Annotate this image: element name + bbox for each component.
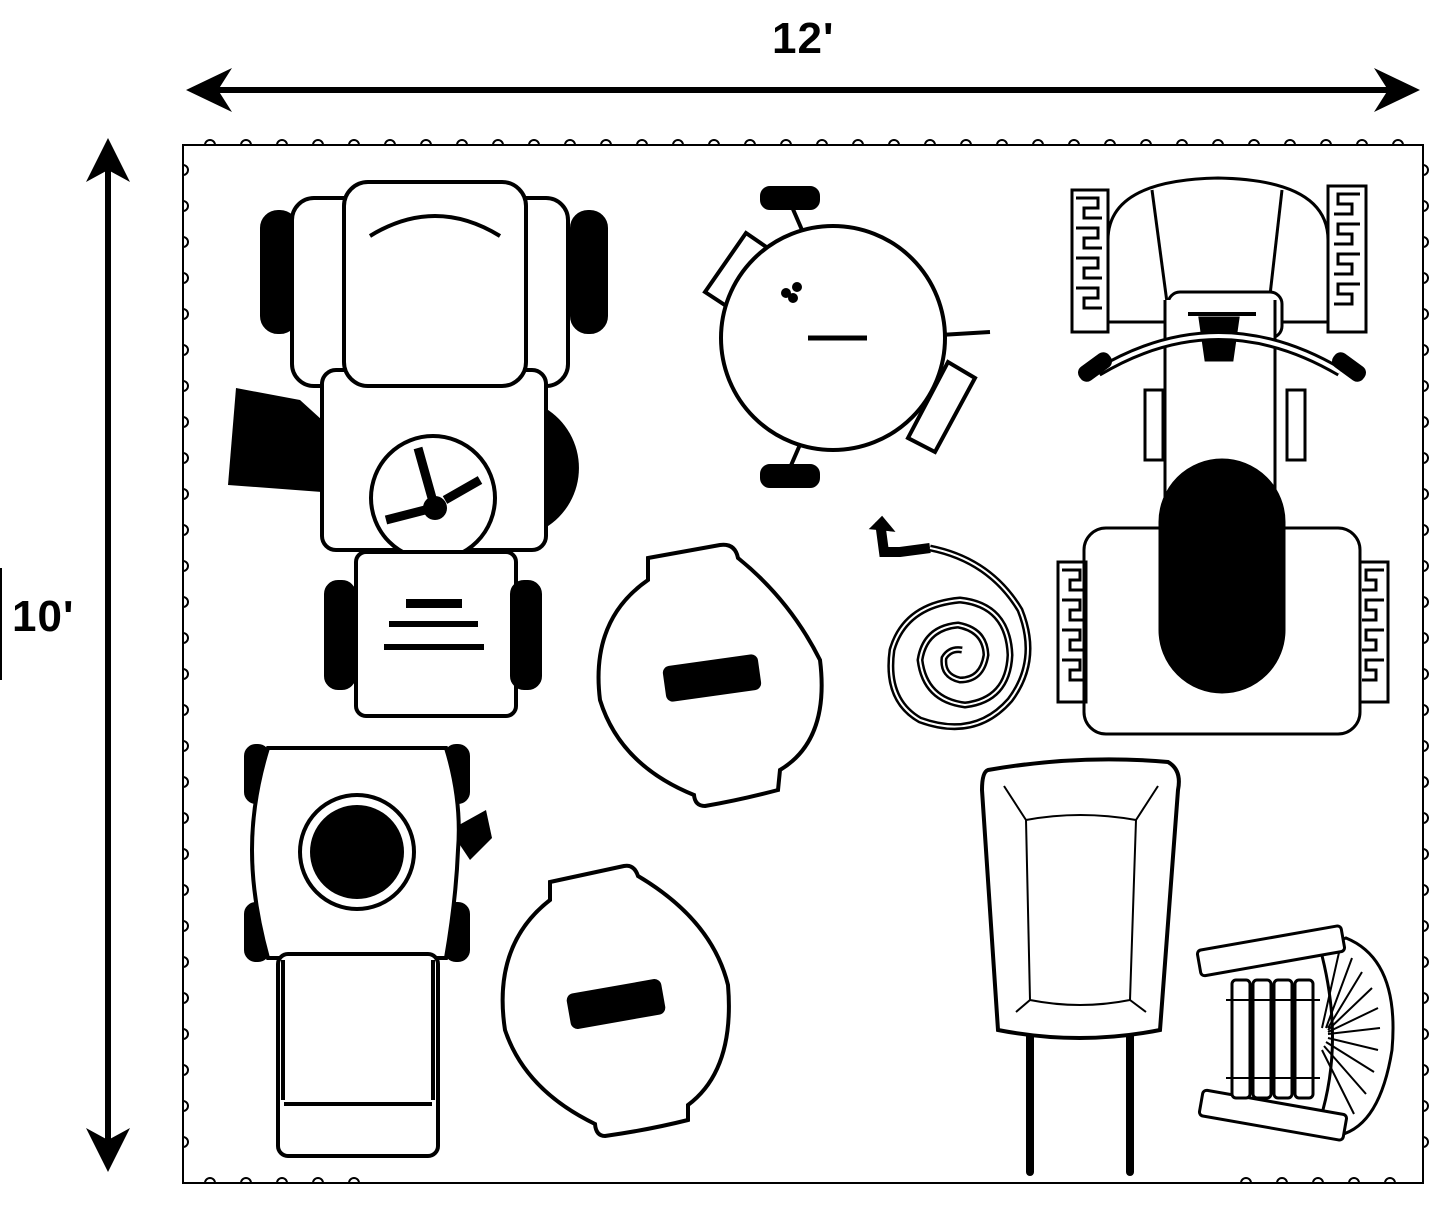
folding-chair-icon	[1195, 924, 1395, 1142]
coiled-garden-hose-icon	[868, 515, 1032, 731]
height-dimension-arrow	[86, 138, 130, 1172]
height-label-divider	[0, 568, 2, 680]
height-dimension-label: 10'	[12, 592, 75, 641]
round-planter-lid-upper-icon	[596, 542, 824, 809]
wheelbarrow-icon	[979, 757, 1181, 1176]
width-dimension-arrow	[186, 68, 1420, 112]
push-lawn-mower-icon	[244, 744, 492, 1158]
width-dimension-label: 12'	[772, 14, 835, 63]
floor-tile-boundary	[182, 139, 1429, 1184]
kettle-grill-icon	[702, 186, 991, 488]
riding-lawn-mower-icon	[228, 180, 608, 718]
garden-tiller-icon	[1056, 176, 1390, 736]
round-planter-lid-lower-icon	[500, 863, 731, 1139]
